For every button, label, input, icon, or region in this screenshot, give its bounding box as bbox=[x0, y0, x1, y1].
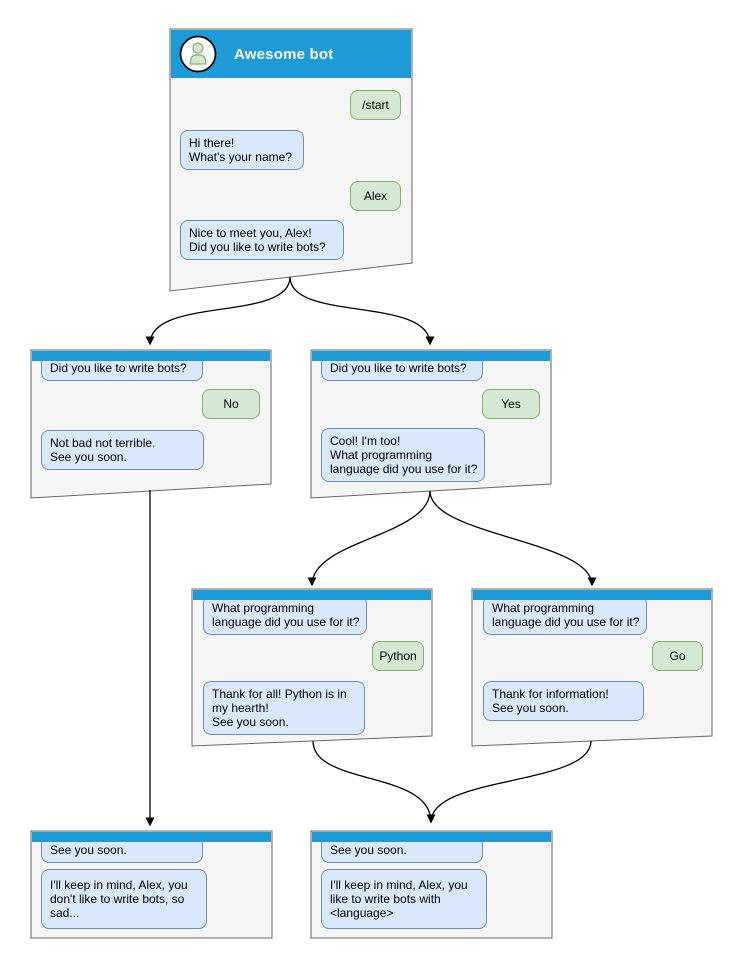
connector-root-to-no bbox=[145, 276, 291, 346]
chat-window-go-header bbox=[473, 590, 711, 600]
user-message-bubble: Python bbox=[372, 641, 424, 671]
chat-window-no-header bbox=[32, 351, 270, 361]
chat-window-end-yes-header bbox=[312, 832, 551, 842]
chat-window-yes-header bbox=[312, 351, 550, 361]
bot-message-bubble: I'll keep in mind, Alex, you don't like … bbox=[41, 869, 207, 929]
chat-window-root-header: Awesome bot bbox=[171, 30, 411, 78]
bot-message-bubble: Thank for information! See you soon. bbox=[483, 681, 644, 721]
bot-message-bubble: Nice to meet you, Alex! Did you like to … bbox=[180, 220, 344, 260]
chat-window-end-no-header bbox=[32, 832, 271, 842]
chat-window-python-header bbox=[193, 590, 431, 600]
bot-message-bubble: What programming language did you use fo… bbox=[483, 595, 647, 635]
bot-message-bubble: What programming language did you use fo… bbox=[203, 595, 367, 635]
bot-message-bubble: Cool! I'm too! What programming language… bbox=[321, 428, 485, 482]
bot-message-bubble: Hi there! What's your name? bbox=[180, 130, 304, 170]
bot-message-bubble: Thank for all! Python is in my hearth! S… bbox=[203, 681, 365, 735]
user-message-bubble: /start bbox=[350, 90, 401, 120]
connector-yes-to-python bbox=[307, 490, 431, 587]
user-message-bubble: No bbox=[202, 389, 260, 419]
user-message-bubble: Yes bbox=[482, 389, 540, 419]
bot-message-bubble: Not bad not terrible. See you soon. bbox=[41, 430, 204, 470]
connector-root-to-yes bbox=[289, 276, 435, 346]
bot-title: Awesome bot bbox=[234, 45, 334, 63]
connector-python-to-end bbox=[312, 740, 436, 824]
user-message-bubble: Alex bbox=[350, 181, 401, 211]
user-message-bubble: Go bbox=[652, 641, 703, 671]
bot-message-bubble: I'll keep in mind, Alex, you like to wri… bbox=[321, 869, 487, 929]
connector-yes-to-go bbox=[429, 490, 597, 587]
bot-avatar-icon bbox=[179, 35, 217, 73]
connector-go-to-end bbox=[426, 740, 592, 824]
